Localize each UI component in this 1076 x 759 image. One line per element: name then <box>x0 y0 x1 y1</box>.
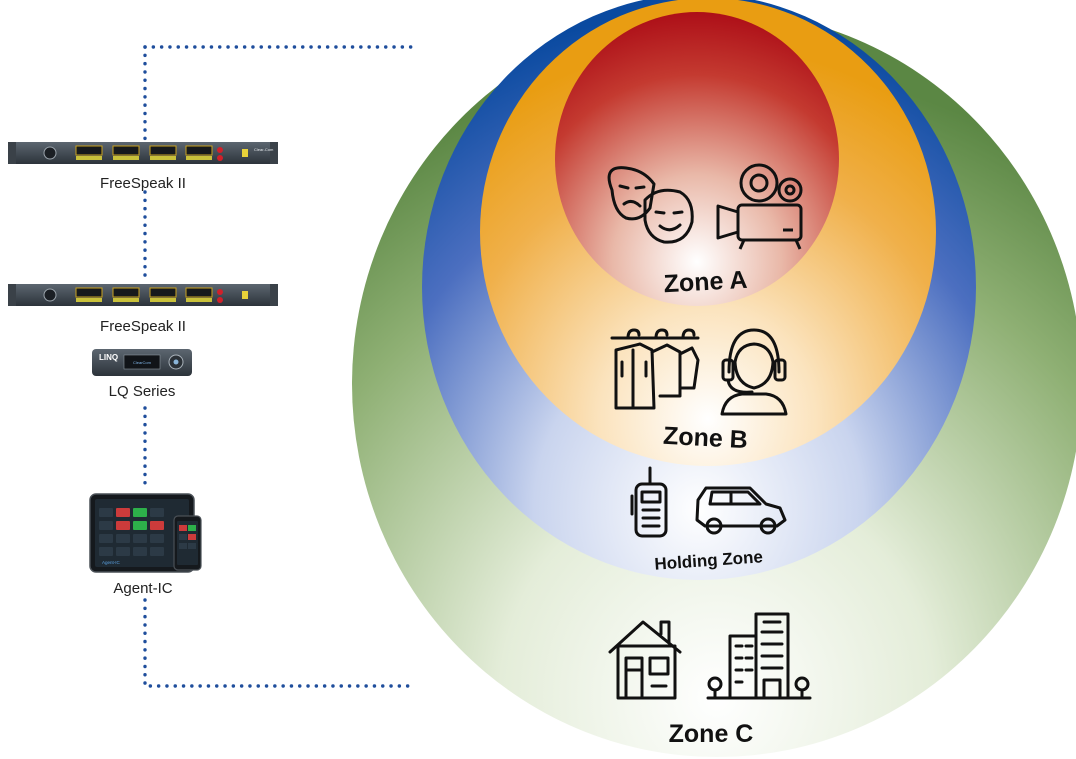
house-icon <box>608 620 682 700</box>
device-label-freespeak-2: FreeSpeak II <box>100 318 186 335</box>
wardrobe-costumes-icon <box>610 328 700 410</box>
headset-operator-icon <box>720 328 788 416</box>
theater-masks-icon <box>607 166 694 244</box>
walkie-talkie-icon <box>630 466 668 538</box>
zone-a-circle <box>555 12 839 306</box>
tablet-key-grid <box>99 508 164 556</box>
device-label-lq-series: LQ Series <box>109 383 176 400</box>
zone-a-label: Zone A <box>663 266 748 298</box>
device-label-freespeak-1: FreeSpeak II <box>100 175 186 192</box>
freespeak-rack-unit-2 <box>8 284 278 306</box>
office-building-icon <box>706 612 812 700</box>
left-connector-4 <box>143 598 417 688</box>
lq-screen-text: ClearCom <box>133 360 152 365</box>
lq-interface-device: LINQ ClearCom <box>92 349 192 376</box>
rack-brand-text: Clear-Com <box>254 147 274 152</box>
film-camera-icon <box>716 163 803 250</box>
agent-ic-device: Agent-IC <box>89 493 202 573</box>
device-label-agent-ic: Agent-IC <box>113 580 172 597</box>
car-icon <box>695 486 787 535</box>
zone-b-label: Zone B <box>662 422 748 454</box>
tablet-app-text: Agent-IC <box>102 560 121 565</box>
freespeak-rack-unit-1: Clear-Com <box>8 142 278 164</box>
zone-c-label: Zone C <box>669 720 754 748</box>
lq-logo-text: LINQ <box>99 353 118 362</box>
connector-lines <box>143 45 417 688</box>
